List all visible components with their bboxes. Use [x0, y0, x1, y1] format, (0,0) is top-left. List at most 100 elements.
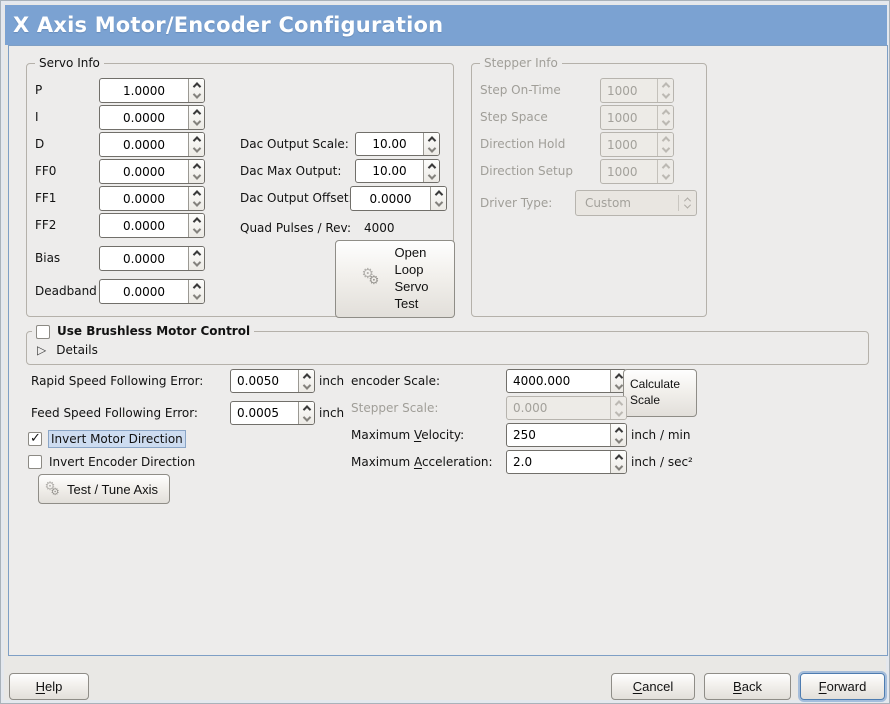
spin-buttons — [610, 451, 626, 473]
spin-up-button[interactable] — [431, 187, 446, 199]
encoder-scale-label: encoder Scale: — [351, 374, 441, 388]
i-input[interactable] — [100, 106, 188, 129]
dac-output-offset-label: Dac Output Offset: — [240, 191, 353, 205]
bias-input[interactable] — [100, 247, 188, 270]
step-space-input — [601, 106, 657, 129]
cancel-button[interactable]: Cancel — [611, 673, 695, 700]
dac-max-output-spinbox — [355, 159, 440, 183]
direction-hold-spinbox — [600, 132, 674, 157]
chevron-down-icon — [192, 90, 201, 100]
spin-up-button[interactable] — [189, 280, 204, 292]
max-acceleration-unit: inch / sec² — [631, 455, 693, 469]
spin-up-button[interactable] — [424, 133, 439, 145]
spin-down-button — [658, 117, 673, 130]
combo-arrows-icon — [679, 197, 696, 209]
spin-up-button[interactable] — [189, 187, 204, 199]
chevron-down-icon — [614, 407, 623, 417]
spin-up-button — [658, 79, 673, 91]
spin-buttons — [610, 370, 626, 392]
ff1-spinbox — [99, 186, 205, 211]
spin-buttons — [188, 187, 204, 210]
spin-down-button[interactable] — [611, 461, 626, 473]
spin-up-button[interactable] — [299, 402, 314, 414]
rapid-following-error-input[interactable] — [231, 370, 298, 392]
spin-up-button[interactable] — [611, 451, 626, 463]
spin-up-button — [611, 397, 626, 409]
spin-buttons — [610, 397, 626, 419]
spin-down-button[interactable] — [299, 380, 314, 392]
spin-down-button[interactable] — [189, 90, 204, 103]
max-acceleration-input[interactable] — [507, 451, 610, 473]
spin-up-button[interactable] — [189, 214, 204, 226]
invert-motor-direction-checkbox[interactable] — [28, 431, 42, 447]
stepper-info-frame: Stepper Info Step On-Time Step Space Dir… — [471, 56, 707, 317]
chevron-down-icon — [661, 90, 670, 100]
expander-arrow-icon: ▷ — [37, 343, 47, 357]
brushless-legend: Use Brushless Motor Control — [32, 324, 255, 339]
dac-output-offset-spinbox — [350, 186, 447, 211]
d-input[interactable] — [100, 133, 188, 156]
gear-glyph: ⚙ — [368, 273, 380, 287]
ff1-input[interactable] — [100, 187, 188, 210]
details-expander[interactable]: ▷ Details — [37, 343, 98, 357]
feed-following-error-label: Feed Speed Following Error: — [31, 406, 198, 420]
stepper-info-legend: Stepper Info — [480, 56, 562, 71]
spin-down-button[interactable] — [189, 198, 204, 211]
spin-down-button[interactable] — [299, 412, 314, 424]
bias-spinbox — [99, 246, 205, 271]
deadband-input[interactable] — [100, 280, 188, 303]
dac-max-output-input[interactable] — [356, 160, 423, 182]
invert-encoder-direction-row[interactable]: Invert Encoder Direction — [28, 454, 195, 470]
chevron-down-icon — [434, 198, 443, 208]
brushless-frame: Use Brushless Motor Control ▷ Details — [26, 324, 869, 365]
spin-down-button[interactable] — [189, 171, 204, 184]
test-tune-axis-button[interactable]: ⚙⚙ Test / Tune Axis — [38, 474, 170, 504]
spin-up-button[interactable] — [189, 133, 204, 145]
chevron-down-icon — [614, 461, 623, 471]
invert-motor-direction-row[interactable]: Invert Motor Direction — [28, 430, 186, 448]
spin-up-button[interactable] — [189, 79, 204, 91]
open-loop-servo-test-button[interactable]: ⚙⚙ Open Loop Servo Test — [335, 240, 455, 318]
step-on-time-label: Step On-Time — [480, 83, 561, 97]
dac-output-scale-label: Dac Output Scale: — [240, 137, 349, 151]
spin-up-button[interactable] — [189, 160, 204, 172]
feed-following-error-input[interactable] — [231, 402, 298, 424]
bias-label: Bias — [35, 251, 61, 265]
spin-down-button[interactable] — [431, 198, 446, 211]
ff2-input[interactable] — [100, 214, 188, 237]
spin-down-button[interactable] — [424, 170, 439, 182]
dac-output-offset-input[interactable] — [351, 187, 430, 210]
dac-max-output-label: Dac Max Output: — [240, 164, 342, 178]
dac-output-scale-input[interactable] — [356, 133, 423, 155]
max-velocity-input[interactable] — [507, 424, 610, 446]
p-input[interactable] — [100, 79, 188, 102]
invert-encoder-direction-checkbox[interactable] — [28, 455, 42, 469]
gears-icon: ⚙⚙ — [362, 265, 387, 292]
forward-button[interactable]: Forward — [800, 673, 885, 700]
spin-down-button[interactable] — [424, 143, 439, 155]
spin-buttons — [657, 106, 673, 129]
chevron-down-icon — [192, 291, 201, 301]
use-brushless-checkbox[interactable] — [36, 324, 50, 339]
spin-down-button[interactable] — [189, 225, 204, 238]
calculate-scale-button[interactable]: Calculate Scale — [623, 369, 697, 417]
spin-up-button[interactable] — [299, 370, 314, 382]
spin-down-button[interactable] — [189, 291, 204, 304]
stepper-scale-spinbox — [506, 396, 627, 420]
page-title: X Axis Motor/Encoder Configuration — [13, 13, 444, 37]
spin-up-button[interactable] — [189, 247, 204, 259]
invert-encoder-direction-label: Invert Encoder Direction — [49, 455, 196, 469]
chevron-down-icon — [192, 171, 201, 181]
spin-down-button[interactable] — [189, 117, 204, 130]
ff0-input[interactable] — [100, 160, 188, 183]
spin-up-button[interactable] — [611, 424, 626, 436]
spin-down-button[interactable] — [189, 144, 204, 157]
spin-up-button — [658, 133, 673, 145]
help-button[interactable]: Help — [9, 673, 89, 700]
spin-up-button[interactable] — [189, 106, 204, 118]
spin-down-button[interactable] — [611, 434, 626, 446]
spin-down-button[interactable] — [189, 258, 204, 271]
encoder-scale-input[interactable] — [507, 370, 610, 392]
back-button[interactable]: Back — [704, 673, 791, 700]
spin-up-button[interactable] — [424, 160, 439, 172]
